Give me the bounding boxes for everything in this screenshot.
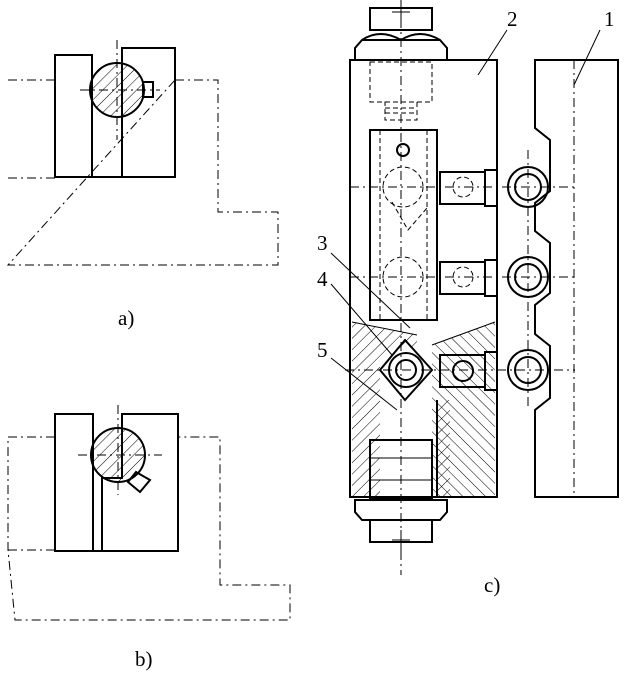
figure-c bbox=[330, 0, 619, 575]
fixture-outline-b bbox=[7, 436, 291, 621]
clamp-row-2 bbox=[350, 256, 575, 298]
workpiece-b bbox=[90, 427, 152, 494]
clamp-row-1 bbox=[350, 166, 575, 208]
part-label-1: 1 bbox=[604, 7, 615, 31]
part-2-body bbox=[349, 59, 498, 498]
figure-b bbox=[7, 405, 291, 621]
fixed-jaw-a bbox=[54, 54, 93, 178]
part-label-5: 5 bbox=[317, 338, 328, 362]
caption-c: c) bbox=[484, 573, 501, 597]
fixed-jaw-b bbox=[54, 413, 94, 552]
caption-a: a) bbox=[118, 306, 135, 330]
part-label-2: 2 bbox=[507, 7, 518, 31]
part-1-plate bbox=[534, 59, 619, 498]
part-label-3: 3 bbox=[317, 231, 328, 255]
leader-lines bbox=[330, 29, 601, 411]
fixture-outline-a bbox=[6, 79, 279, 266]
movable-jaw-a bbox=[121, 47, 176, 178]
caption-b: b) bbox=[135, 647, 153, 671]
figure-a bbox=[6, 40, 279, 266]
part-label-4: 4 bbox=[317, 267, 328, 291]
clamp-row-3 bbox=[345, 338, 575, 402]
